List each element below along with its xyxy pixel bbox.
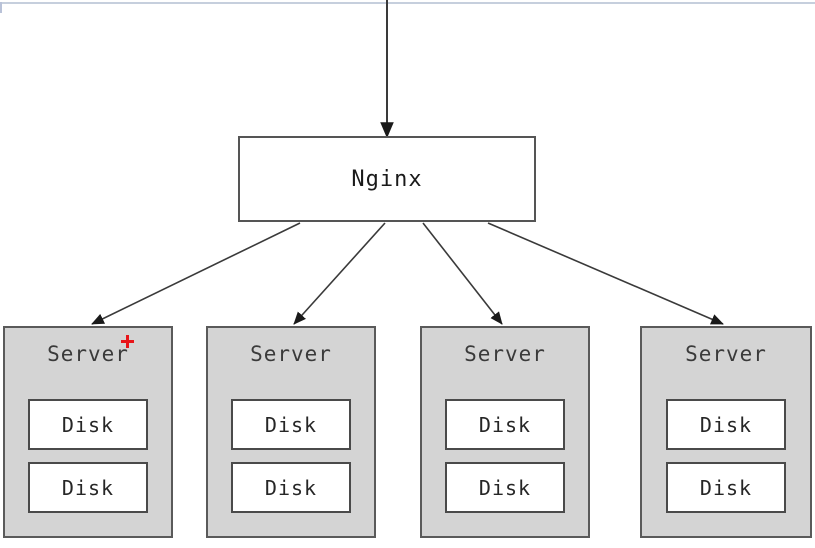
node-disk-label: Disk: [699, 475, 753, 500]
nginx-to-server-4: [487, 222, 724, 325]
node-disk-label: Disk: [478, 412, 532, 437]
node-disk[interactable]: Disk: [445, 399, 565, 450]
node-disk-label: Disk: [264, 475, 318, 500]
node-server-label: Server: [685, 342, 767, 366]
node-disk[interactable]: Disk: [28, 462, 148, 513]
nginx-to-server-3: [422, 222, 503, 325]
top-border-tick: [0, 2, 2, 13]
node-disk-label: Disk: [61, 412, 115, 437]
node-disk[interactable]: Disk: [445, 462, 565, 513]
node-nginx[interactable]: Nginx: [238, 136, 536, 222]
red-plus-marker: [121, 335, 134, 348]
node-disk-label: Disk: [61, 475, 115, 500]
node-disk-label: Disk: [478, 475, 532, 500]
node-disk[interactable]: Disk: [666, 399, 786, 450]
node-server-label: Server: [250, 342, 332, 366]
top-border-rule: [0, 2, 815, 13]
node-disk[interactable]: Disk: [28, 399, 148, 450]
plus-marker-vertical-bar: [126, 335, 129, 348]
node-disk-label: Disk: [699, 412, 753, 437]
node-nginx-label: Nginx: [351, 166, 423, 192]
node-disk-label: Disk: [264, 412, 318, 437]
node-disk[interactable]: Disk: [231, 462, 351, 513]
node-server-label: Server: [47, 342, 129, 366]
nginx-to-server-2: [293, 222, 386, 325]
nginx-to-server-1: [91, 222, 301, 325]
node-server-label: Server: [464, 342, 546, 366]
node-disk[interactable]: Disk: [231, 399, 351, 450]
node-disk[interactable]: Disk: [666, 462, 786, 513]
